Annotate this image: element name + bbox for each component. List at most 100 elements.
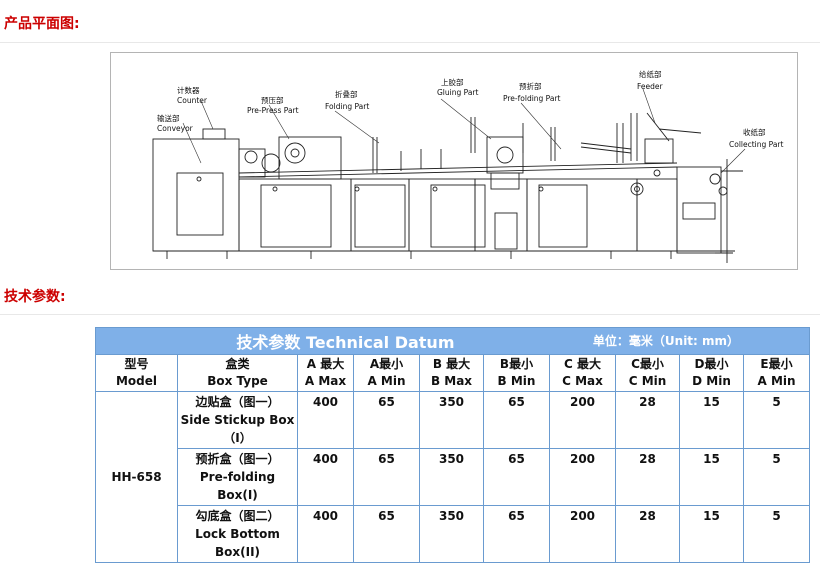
label-conveyor-en: Conveyor bbox=[157, 124, 194, 133]
machine-plan-diagram: 计数器 Counter 输送部 Conveyor 预压部 Pre-Press P… bbox=[110, 52, 798, 270]
header-line: D最小 bbox=[694, 357, 729, 371]
box-type-line: Lock Bottom bbox=[195, 527, 280, 541]
label-prepress-en: Pre-Press Part bbox=[247, 106, 299, 115]
header-line: 型号 bbox=[124, 357, 149, 371]
counter-box bbox=[202, 128, 226, 140]
header-cell: D最小 D Min bbox=[679, 354, 744, 392]
table-title-bar: 技术参数 Technical Datum 单位：毫米（Unit: mm） bbox=[94, 327, 811, 355]
header-line: A Max bbox=[304, 374, 347, 388]
header-line: 盒类 bbox=[225, 357, 250, 371]
label-feeder-cn: 给纸部 bbox=[639, 69, 662, 79]
box-type-line: 预折盒（图一） bbox=[195, 452, 280, 466]
value-cell: 65 bbox=[483, 448, 550, 506]
model-cell: HH-658 bbox=[95, 391, 178, 563]
section-divider bbox=[0, 314, 820, 315]
value-cell: 5 bbox=[742, 505, 811, 563]
box-type-line: Side Stickup Box bbox=[180, 413, 295, 427]
label-folding-en: Folding Part bbox=[325, 102, 369, 111]
value-cell: 5 bbox=[742, 448, 811, 506]
value-cell: 5 bbox=[742, 391, 811, 449]
header-cell: B最小 B Min bbox=[483, 354, 550, 392]
value-cell: 350 bbox=[419, 505, 484, 563]
label-prefolding-cn: 预折部 bbox=[519, 81, 542, 91]
box-type-line: Box(I) bbox=[217, 488, 258, 502]
value-cell: 200 bbox=[549, 448, 616, 506]
prepress-unit bbox=[278, 136, 342, 180]
spec-table: 技术参数 Technical Datum 单位：毫米（Unit: mm） 型号 M… bbox=[94, 327, 811, 563]
label-gluing-cn: 上胶部 bbox=[441, 77, 464, 87]
value-cell: 65 bbox=[353, 505, 420, 563]
header-line: E最小 bbox=[760, 357, 793, 371]
collecting-unit bbox=[676, 166, 722, 254]
label-feeder-en: Feeder bbox=[637, 82, 664, 91]
box-type-line: 勾底盒（图二） bbox=[195, 509, 280, 523]
value-cell: 400 bbox=[297, 391, 354, 449]
header-cell: 盒类 Box Type bbox=[177, 354, 298, 392]
header-line: Box Type bbox=[207, 374, 268, 388]
conveyor-body bbox=[152, 138, 240, 252]
value-cell: 65 bbox=[483, 391, 550, 449]
value-cell: 400 bbox=[297, 448, 354, 506]
feeder-unit bbox=[644, 138, 674, 164]
value-cell: 28 bbox=[615, 391, 680, 449]
value-cell: 200 bbox=[549, 391, 616, 449]
box-type-line: （I） bbox=[223, 431, 252, 445]
value-cell: 15 bbox=[679, 505, 744, 563]
value-cell: 15 bbox=[679, 391, 744, 449]
table-unit: 单位：毫米（Unit: mm） bbox=[592, 334, 740, 348]
header-line: C最小 bbox=[631, 357, 664, 371]
header-line: D Min bbox=[692, 374, 731, 388]
label-counter-cn: 计数器 bbox=[177, 85, 200, 95]
box-type-line: Pre-folding bbox=[199, 470, 276, 484]
value-cell: 65 bbox=[353, 391, 420, 449]
label-prefolding-en: Pre-folding Part bbox=[503, 94, 561, 103]
prepress-base bbox=[238, 178, 352, 252]
header-line: C 最大 bbox=[564, 357, 601, 371]
label-counter-en: Counter bbox=[177, 96, 208, 105]
header-line: Model bbox=[115, 374, 158, 388]
header-cell: C最小 C Min bbox=[615, 354, 680, 392]
header-cell: C 最大 C Max bbox=[549, 354, 616, 392]
box-type-line: Box(II) bbox=[214, 545, 261, 559]
box-type-line: 边贴盒（图一） bbox=[195, 395, 280, 409]
label-prepress-cn: 预压部 bbox=[261, 95, 284, 105]
header-line: A Min bbox=[367, 374, 406, 388]
header-line: A Min bbox=[757, 374, 796, 388]
header-line: A最小 bbox=[369, 357, 404, 371]
value-cell: 350 bbox=[419, 448, 484, 506]
value-cell: 15 bbox=[679, 448, 744, 506]
spec-table-wrap: 技术参数 Technical Datum 单位：毫米（Unit: mm） 型号 M… bbox=[94, 327, 811, 563]
value-cell: 350 bbox=[419, 391, 484, 449]
header-line: C Min bbox=[628, 374, 667, 388]
header-line: B 最大 bbox=[432, 357, 471, 371]
value-cell: 28 bbox=[615, 505, 680, 563]
box-type-cell: 边贴盒（图一） Side Stickup Box （I） bbox=[177, 391, 298, 449]
header-line: B Min bbox=[497, 374, 536, 388]
value-cell: 28 bbox=[615, 448, 680, 506]
label-collecting-cn: 收纸部 bbox=[743, 127, 766, 137]
header-line: B最小 bbox=[499, 357, 534, 371]
header-cell: 型号 Model bbox=[95, 354, 178, 392]
label-collecting-en: Collecting Part bbox=[729, 140, 784, 149]
value-cell: 400 bbox=[297, 505, 354, 563]
header-line: C Max bbox=[562, 374, 603, 388]
section-divider bbox=[0, 42, 820, 43]
label-gluing-en: Gluing Part bbox=[437, 88, 478, 97]
value-cell: 200 bbox=[549, 505, 616, 563]
header-cell: A 最大 A Max bbox=[297, 354, 354, 392]
value-cell: 65 bbox=[483, 505, 550, 563]
value-cell: 65 bbox=[353, 448, 420, 506]
header-line: A 最大 bbox=[306, 357, 345, 371]
tech-section-title: 技术参数: bbox=[4, 289, 66, 305]
conveyor-door bbox=[176, 172, 224, 236]
table-title: 技术参数 Technical Datum bbox=[236, 333, 455, 352]
label-conveyor-cn: 输送部 bbox=[157, 113, 180, 123]
header-cell: A最小 A Min bbox=[353, 354, 420, 392]
